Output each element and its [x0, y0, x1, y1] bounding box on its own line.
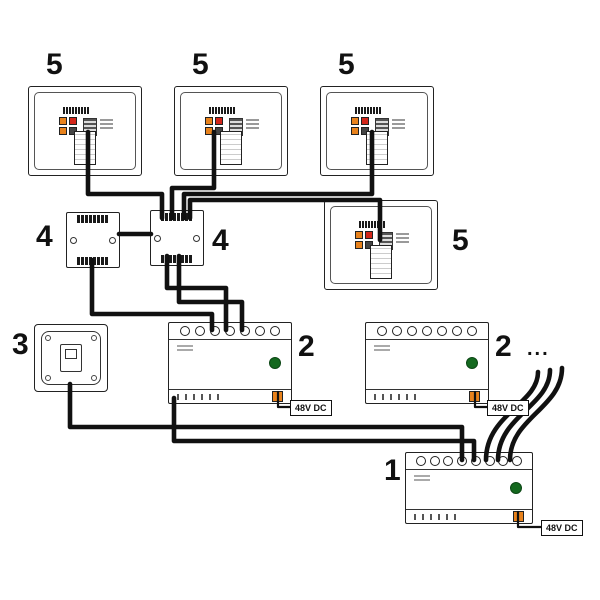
floor-distributor-b — [150, 210, 204, 266]
bus-module-right-label: 2 — [495, 330, 512, 363]
terminal-strip — [77, 215, 109, 223]
psu-tag-module2-right: 48V DC — [487, 400, 529, 416]
door-entry-panel — [34, 324, 108, 392]
bottom-terminals — [169, 389, 291, 403]
indoor-monitor-3 — [320, 86, 434, 176]
brand-logo-icon — [269, 357, 281, 369]
camera-module — [60, 344, 82, 372]
screw — [45, 335, 51, 341]
screw — [91, 335, 97, 341]
distributor-b-label: 4 — [212, 224, 229, 257]
main-module-label: 1 — [384, 454, 401, 487]
top-terminals — [169, 323, 291, 340]
top-terminals — [366, 323, 488, 340]
brand-logo-icon — [466, 357, 478, 369]
terminal-strip — [209, 107, 235, 114]
monitor-bracket — [74, 131, 96, 165]
psu-tag-main-module: 48V DC — [541, 520, 583, 536]
wire-distributor-to-module-b — [176, 253, 245, 333]
panel-frame — [41, 331, 101, 385]
indoor-monitor-2 — [174, 86, 288, 176]
bus-module-right — [365, 322, 489, 404]
indoor-monitor-4 — [324, 200, 438, 290]
bus-module-left — [168, 322, 292, 404]
bottom-terminals — [406, 509, 532, 523]
screw — [154, 235, 161, 242]
terminal-strip — [77, 257, 109, 265]
psu-tag-module2-left: 48V DC — [290, 400, 332, 416]
terminal-strip — [355, 107, 381, 114]
monitor-2-label: 5 — [192, 48, 209, 81]
wire-distributor2-to-module — [89, 257, 215, 333]
power-terminal — [513, 511, 524, 522]
indoor-monitor-1 — [28, 86, 142, 176]
screw — [91, 375, 97, 381]
distributor-a-label: 4 — [36, 220, 53, 253]
power-terminal — [469, 391, 480, 402]
terminal-strip — [359, 221, 385, 228]
monitor-bracket — [220, 131, 242, 165]
continuation-dots: ... — [527, 338, 550, 360]
monitor-3-label: 5 — [338, 48, 355, 81]
bus-module-left-label: 2 — [298, 330, 315, 363]
wire-distributor-to-module-a — [164, 253, 229, 333]
power-terminal — [272, 391, 283, 402]
brand-logo-icon — [510, 482, 522, 494]
main-module — [405, 452, 533, 524]
top-terminals — [406, 453, 532, 470]
terminal-strip — [161, 213, 193, 221]
bottom-terminals — [366, 389, 488, 403]
monitor-1-label: 5 — [46, 48, 63, 81]
monitor-bracket — [366, 131, 388, 165]
door-station-label: 3 — [12, 328, 29, 361]
terminal-strip — [161, 255, 193, 263]
screw — [109, 237, 116, 244]
monitor-bracket — [370, 245, 392, 279]
screw — [45, 375, 51, 381]
wire-continuation-a — [483, 369, 541, 463]
screw — [70, 237, 77, 244]
monitor-4-label: 5 — [452, 224, 469, 257]
terminal-strip — [63, 107, 89, 114]
floor-distributor-a — [66, 212, 120, 268]
screw — [193, 235, 200, 242]
